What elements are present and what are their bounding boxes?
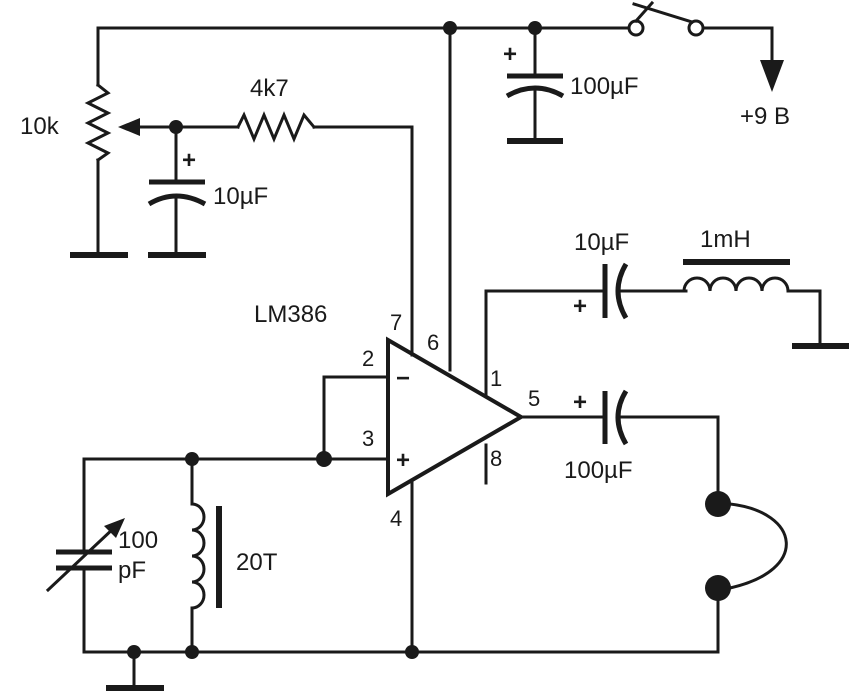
output-jack (705, 491, 788, 654)
inductor-label: 1mH (700, 226, 751, 253)
out-cap1-plus: + (573, 293, 587, 320)
coil-label: 20T (236, 549, 278, 576)
potentiometer (70, 82, 178, 258)
supply-cap-plus: + (503, 41, 517, 68)
pin-3: 3 (362, 426, 374, 451)
pin-2: 2 (362, 346, 374, 371)
var-cap-value: 100 (118, 527, 158, 554)
inductor (682, 259, 849, 349)
junction-dot (169, 120, 183, 134)
out-cap1-label: 10µF (574, 229, 629, 256)
filter-cap-label: 10µF (213, 183, 268, 210)
out-cap2-plus: + (573, 389, 587, 416)
junction-dot (528, 21, 542, 35)
pin-5: 5 (528, 386, 540, 411)
tank-coil (190, 457, 222, 654)
supply-rail (96, 26, 774, 87)
output-capacitor-2 (519, 389, 720, 506)
output-capacitor-1 (484, 262, 688, 397)
filter-cap-plus: + (182, 147, 196, 174)
supply-label: +9 B (740, 103, 790, 130)
var-cap-unit: pF (118, 557, 146, 584)
ic-minus: − (396, 365, 410, 392)
resistor-label: 4k7 (250, 75, 289, 102)
supply-cap-label: 100µF (570, 73, 639, 100)
junction-dots (127, 21, 542, 659)
variable-capacitor (45, 457, 125, 654)
pin-6: 6 (427, 330, 439, 355)
filter-capacitor (147, 125, 207, 258)
junction-dot (127, 645, 141, 659)
pot-label: 10k (20, 113, 60, 140)
junction-dot (185, 645, 199, 659)
ic-label: LM386 (254, 301, 327, 328)
ground-rail (82, 650, 720, 691)
pin-4: 4 (390, 506, 402, 531)
junction-dot (405, 645, 419, 659)
ic-plus: + (396, 447, 410, 474)
pin-7: 7 (390, 310, 402, 335)
supply-arrow-icon (760, 60, 784, 92)
input-wiring (82, 375, 390, 461)
junction-dot (316, 451, 332, 467)
resistor (174, 111, 414, 357)
pin-1: 1 (490, 366, 502, 391)
supply-capacitor (505, 26, 565, 144)
power-switch (627, 0, 705, 37)
junction-dot (443, 21, 457, 35)
out-cap2-label: 100µF (564, 457, 633, 484)
lm386-amplifier (386, 336, 525, 498)
junction-dot (185, 452, 199, 466)
pin-8: 8 (490, 446, 502, 471)
